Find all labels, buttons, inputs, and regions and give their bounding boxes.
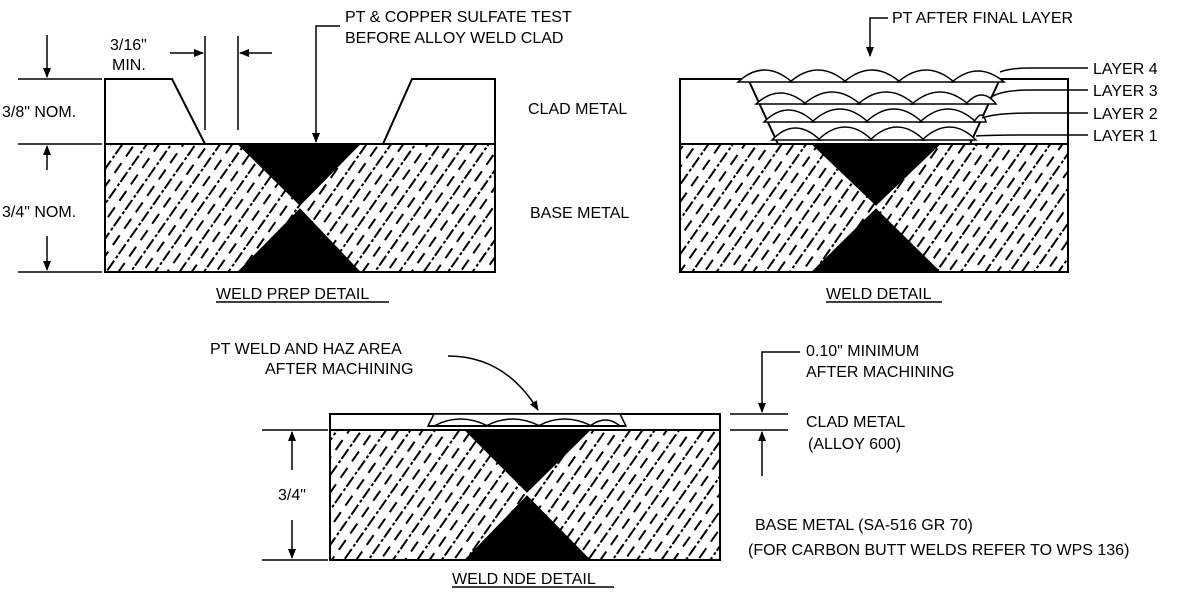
nde-min-line2: AFTER MACHINING [806, 364, 954, 381]
prep-gap-dim: 3/16" [110, 37, 147, 54]
weld-root-upper [810, 143, 942, 206]
nde-base-line2: (FOR CARBON BUTT WELDS REFER TO WPS 136) [748, 542, 1129, 559]
nde-note-line2: AFTER MACHINING [265, 361, 413, 378]
prep-clad-label: CLAD METAL [528, 101, 627, 118]
nde-weld-lower [463, 495, 592, 561]
weld-clad-left [679, 78, 780, 145]
nde-min-line1: 0.10" MINIMUM [806, 343, 919, 360]
weld-layer-3 [754, 91, 998, 105]
weld-detail: PT AFTER FINAL LAYER LAYER 4 LAYER 3 LAY… [679, 10, 1158, 303]
prep-note-line1: PT & COPPER SULFATE TEST [345, 9, 572, 26]
prep-weld-lower [236, 208, 362, 273]
nde-thk-dim: 3/4" [278, 487, 306, 504]
weld-layer-4 [736, 69, 1007, 83]
prep-base-dim: 3/4" NOM. [2, 204, 76, 221]
weld-layer-4-label: LAYER 4 [1093, 61, 1158, 78]
weld-layer-1-label: LAYER 1 [1093, 128, 1158, 145]
weld-layer-1 [770, 126, 978, 141]
nde-note-line1: PT WELD AND HAZ AREA [210, 341, 402, 358]
nde-base-line1: BASE METAL (SA-516 GR 70) [755, 517, 973, 534]
weld-root-lower [810, 208, 942, 273]
weld-title: WELD DETAIL [826, 286, 932, 303]
weld-layer-2-label: LAYER 2 [1093, 106, 1158, 123]
nde-clad-line2: (ALLOY 600) [808, 436, 901, 453]
prep-clad-right [381, 78, 496, 145]
prep-clad-left [104, 78, 207, 145]
prep-note-line2: BEFORE ALLOY WELD CLAD [345, 30, 563, 47]
prep-clad-dim: 3/8" NOM. [2, 104, 76, 121]
weld-layer-2 [762, 108, 987, 123]
prep-title: WELD PREP DETAIL [216, 286, 369, 303]
weld-nde-detail: PT WELD AND HAZ AREA AFTER MACHINING 0.1… [210, 341, 1129, 588]
weld-note: PT AFTER FINAL LAYER [892, 10, 1073, 27]
weld-layer-3-label: LAYER 3 [1093, 83, 1158, 100]
prep-base-label: BASE METAL [530, 205, 629, 222]
prep-gap-min: MIN. [112, 57, 146, 74]
nde-title: WELD NDE DETAIL [452, 571, 596, 588]
weld-prep-detail: 3/16" MIN. 3/8" NOM. 3/4" NOM. PT & COPP… [2, 9, 629, 303]
nde-clad-line1: CLAD METAL [806, 414, 905, 431]
